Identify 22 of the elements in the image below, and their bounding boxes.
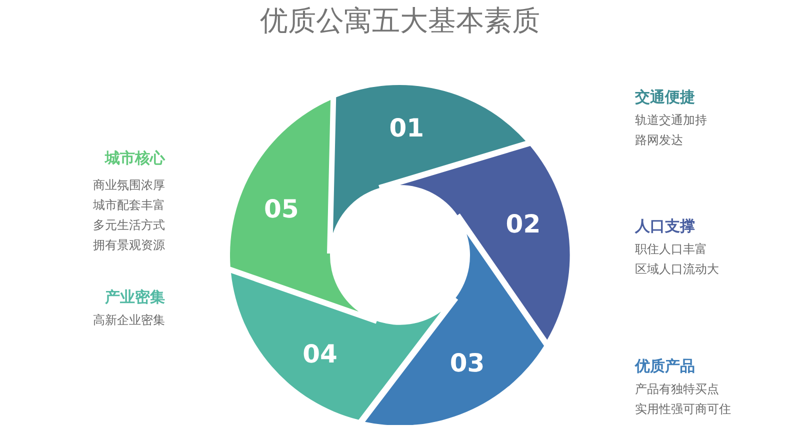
feature-heading: 优质产品	[635, 357, 695, 375]
feature-heading: 人口支撑	[635, 217, 695, 235]
feature-description: 高新企业密集	[93, 313, 165, 328]
feature-description: 城市配套丰富	[93, 198, 165, 213]
feature-heading: 产业密集	[105, 288, 165, 306]
feature-description: 职住人口丰富	[635, 242, 707, 257]
feature-heading: 交通便捷	[635, 88, 695, 106]
feature-description: 路网发达	[635, 133, 683, 148]
feature-description: 拥有景观资源	[93, 238, 165, 253]
feature-description: 轨道交通加持	[635, 113, 707, 128]
feature-description: 区域人口流动大	[635, 262, 719, 277]
segment-number: 03	[450, 350, 485, 376]
feature-description: 实用性强可商可住	[635, 402, 731, 417]
segment-number: 01	[389, 116, 424, 141]
segment-number: 02	[506, 212, 541, 237]
feature-description: 多元生活方式	[93, 218, 165, 233]
feature-heading: 城市核心	[105, 149, 165, 167]
diagram-title: 优质公寓五大基本素质	[260, 4, 540, 37]
feature-description: 产品有独特买点	[635, 382, 719, 397]
feature-description: 商业氛围浓厚	[93, 178, 165, 193]
segment-number: 05	[264, 196, 299, 222]
segment-number: 04	[302, 341, 338, 366]
